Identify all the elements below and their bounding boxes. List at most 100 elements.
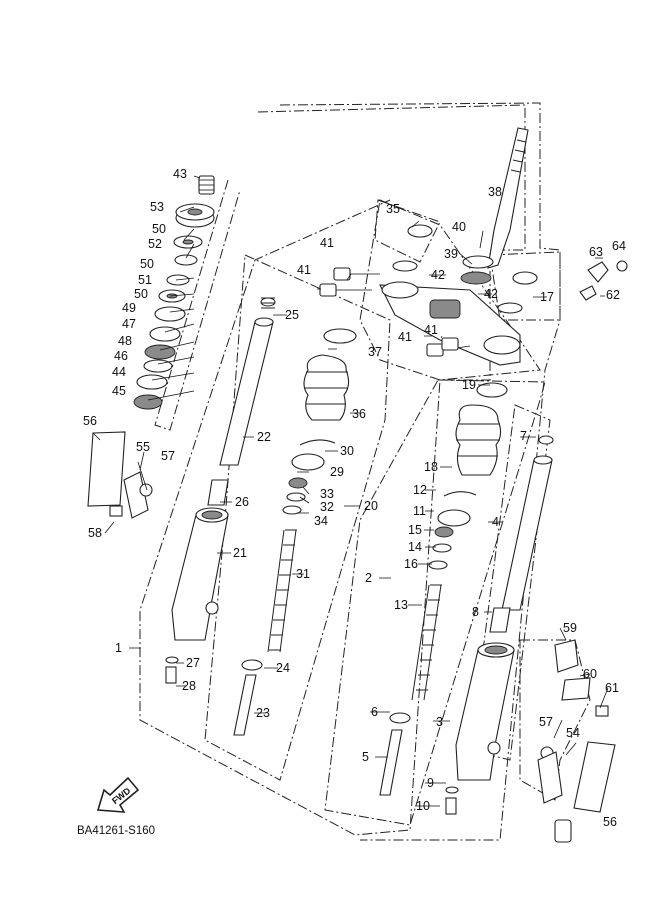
callout-64: 64 [612, 239, 626, 253]
callout-8: 8 [472, 605, 479, 619]
callout-11: 11 [413, 504, 426, 518]
callout-26: 26 [235, 495, 249, 509]
callout-59: 59 [563, 621, 577, 635]
washer-52 [174, 254, 198, 266]
callout-10: 10 [416, 799, 430, 813]
callout-50b: 50 [134, 287, 148, 301]
callout-27: 27 [186, 656, 200, 670]
callout-55: 55 [136, 440, 150, 454]
bearing-39 [460, 271, 492, 285]
callout-16: 16 [404, 557, 418, 571]
callout-28: 28 [182, 679, 196, 693]
holder-60 [561, 677, 591, 701]
race-44 [136, 374, 168, 390]
boundary-inner-4 [469, 404, 551, 761]
spring-13 [411, 584, 442, 701]
stem-38 [487, 127, 529, 269]
bolt-58 [109, 505, 123, 517]
callout-18: 18 [424, 460, 438, 474]
collar-57-left [139, 483, 153, 497]
left-fork [87, 297, 357, 736]
seal-29 [291, 453, 325, 471]
callout-41b: 41 [297, 263, 311, 277]
callout-13: 13 [394, 598, 408, 612]
seal-30 [299, 439, 336, 446]
callout-39: 39 [444, 247, 458, 261]
callout-62: 62 [606, 288, 620, 302]
callout-44: 44 [112, 365, 126, 379]
boundary-cap-17 [489, 251, 561, 321]
callout-41d: 41 [424, 323, 438, 337]
callout-48: 48 [118, 334, 132, 348]
callout-19: 19 [462, 378, 476, 392]
callout-37: 37 [368, 345, 382, 359]
boundary-bearing-stack [154, 179, 241, 431]
bolt-41a [333, 267, 351, 281]
bolt-10 [445, 797, 457, 815]
callout-9: 9 [427, 776, 434, 790]
callout-25: 25 [285, 308, 299, 322]
callout-56b: 56 [603, 815, 617, 829]
callout-63: 63 [589, 245, 603, 259]
spring-33 [288, 477, 308, 489]
callout-60: 60 [583, 667, 597, 681]
callout-36: 36 [352, 407, 366, 421]
clip-42a [392, 260, 418, 272]
oring-14 [432, 543, 452, 553]
callout-61: 61 [605, 681, 619, 695]
outer-tube-3 [455, 649, 515, 781]
bolt-28 [165, 666, 177, 684]
callout-21: 21 [233, 546, 247, 560]
callout-23: 23 [256, 706, 270, 720]
callout-1: 1 [115, 641, 122, 655]
callout-31: 31 [296, 567, 310, 581]
bolt-lower-right [554, 819, 572, 843]
callout-45: 45 [112, 384, 126, 398]
clamp-37 [323, 328, 357, 344]
damper-rod-5 [379, 729, 403, 796]
callout-3: 3 [436, 715, 443, 729]
bolt-41b [319, 283, 337, 297]
callout-54: 54 [566, 726, 580, 740]
callout-57a: 57 [161, 449, 175, 463]
damper-rod-23 [233, 674, 257, 736]
callout-49: 49 [122, 301, 136, 315]
callout-43: 43 [173, 167, 187, 181]
screw-64 [616, 260, 628, 272]
callout-24: 24 [276, 661, 290, 675]
right-fork [379, 382, 616, 843]
cap-35 [407, 224, 433, 238]
bolt-61 [595, 705, 609, 717]
leader-lines [92, 175, 609, 807]
race-47 [149, 326, 181, 342]
callout-7: 7 [520, 429, 527, 443]
inner-tube-4 [501, 459, 553, 611]
spring-25 [260, 297, 276, 307]
seal-12 [443, 491, 477, 497]
callout-35: 35 [386, 202, 400, 216]
callout-41c: 41 [398, 330, 412, 344]
clamp-19 [476, 382, 508, 398]
guard-56-left [87, 431, 126, 507]
washer-9 [445, 786, 459, 794]
seat-6 [389, 712, 411, 724]
callout-58: 58 [88, 526, 102, 540]
fwd-arrow: FWD [96, 776, 140, 813]
callout-12: 12 [413, 483, 427, 497]
steering-stem-assembly [319, 127, 628, 366]
guide-62 [579, 285, 597, 301]
callout-40: 40 [452, 220, 466, 234]
seal-11 [437, 509, 471, 527]
callout-6: 6 [371, 705, 378, 719]
collar-8 [489, 607, 511, 633]
boundary-assembly-1 [139, 104, 526, 836]
callout-5: 5 [362, 750, 369, 764]
callout-52: 52 [148, 237, 162, 251]
spring-7 [538, 435, 554, 445]
guard-56-right [573, 741, 616, 813]
clamp-59 [554, 639, 579, 673]
callout-47: 47 [122, 317, 136, 331]
callout-46: 46 [114, 349, 128, 363]
boundary-assembly-2 [279, 102, 561, 841]
callout-41a: 41 [320, 236, 334, 250]
